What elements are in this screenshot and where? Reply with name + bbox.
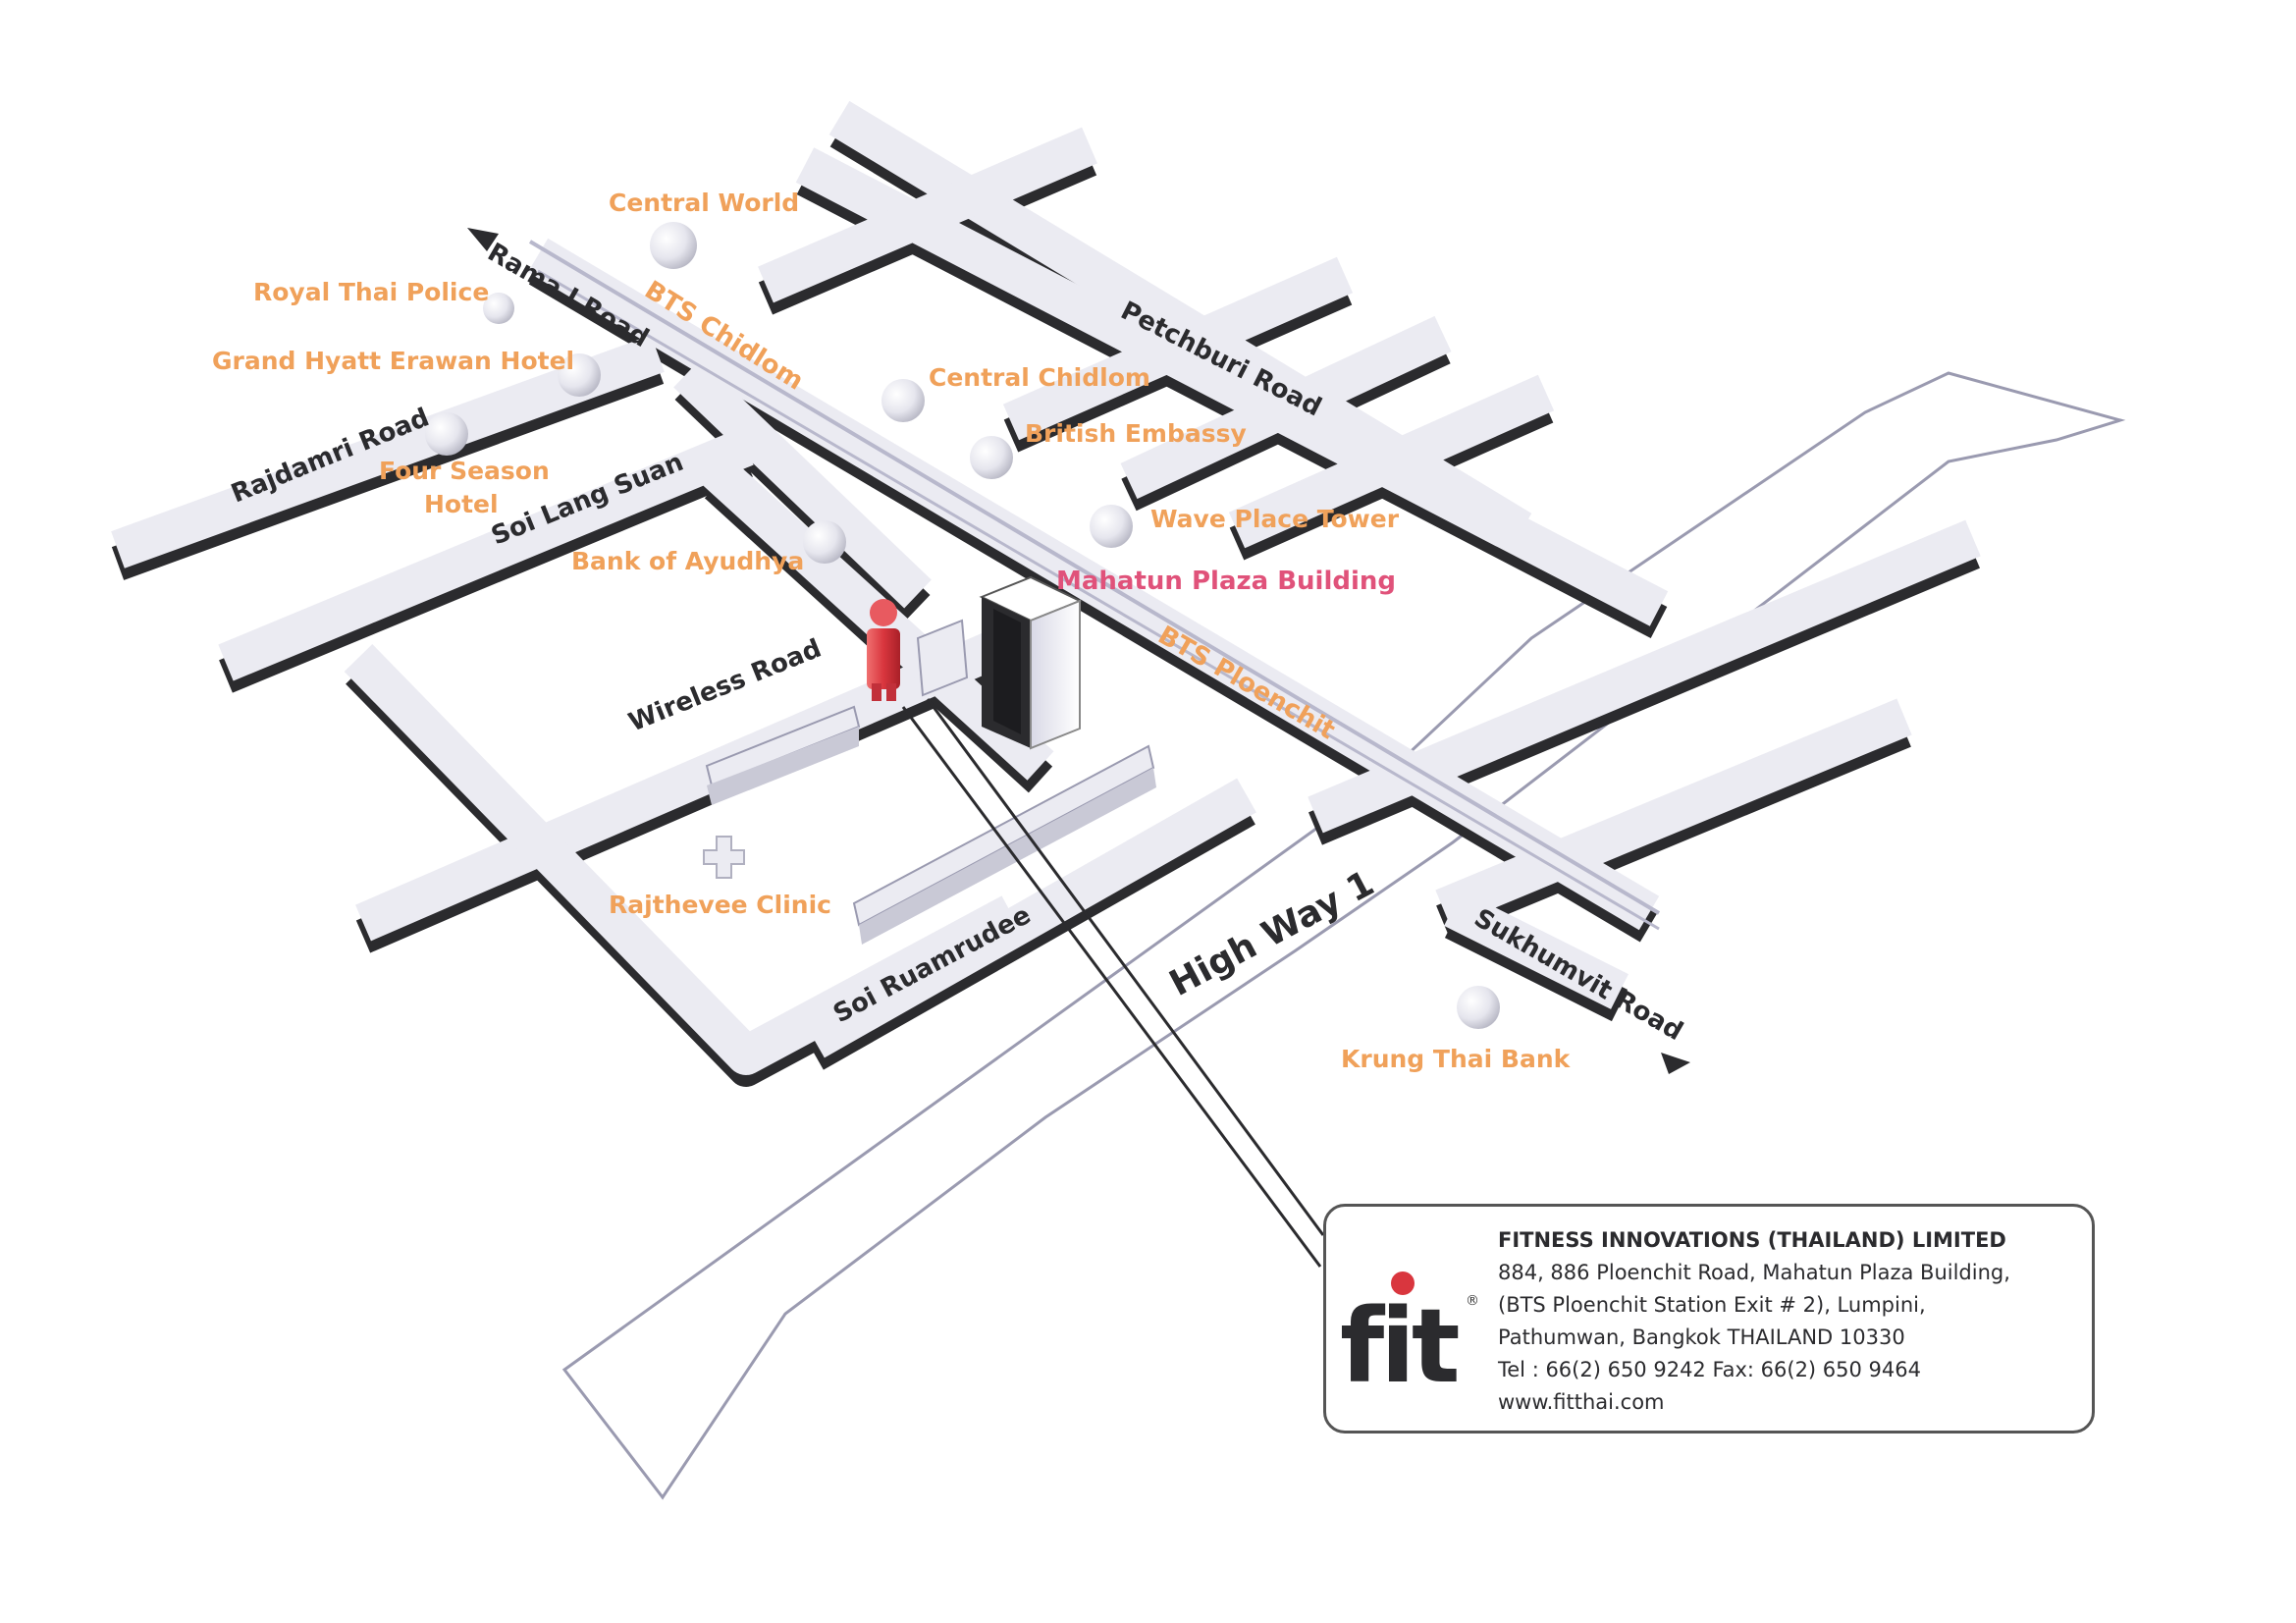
sphere-icon [970,436,1013,479]
label-bts-ploenchit: BTS Ploenchit [1153,621,1340,745]
mahatun-tower-icon [979,575,1083,750]
label-british-embassy: British Embassy [1025,419,1247,448]
fit-logo: fit [1340,1271,1463,1399]
label-krung-thai-bank: Krung Thai Bank [1341,1045,1572,1073]
bts-line [528,240,1661,931]
address-line-3: Pathumwan, Bangkok THAILAND 10330 [1498,1325,1905,1349]
cross-icon [703,836,745,879]
phone-fax: Tel : 66(2) 650 9242 Fax: 66(2) 650 9464 [1498,1358,1922,1381]
label-four-season-line1: Four Season [379,457,550,485]
sphere-icon [1090,505,1133,548]
sphere-icon [483,293,514,324]
sphere-icon [1457,986,1500,1029]
arrow-southeast-icon [1661,1053,1690,1074]
landmark-markers [425,222,1500,1029]
sphere-icon [881,379,925,422]
label-bank-of-ayudhya: Bank of Ayudhya [571,547,804,575]
label-mahatun-plaza: Mahatun Plaza Building [1056,567,1396,596]
address-line-2: (BTS Ploenchit Station Exit # 2), Lumpin… [1498,1293,1926,1317]
person-marker-icon [867,599,900,701]
building-blocks [705,619,1156,945]
sphere-icon [650,222,697,269]
arrow-northwest-icon [467,228,499,251]
logo-text: fit [1340,1286,1459,1399]
road-network [111,100,1981,1087]
registered-mark: ® [1466,1293,1479,1309]
label-central-world: Central World [609,189,799,217]
label-rajthevee-clinic: Rajthevee Clinic [609,891,831,919]
label-wave-place-tower: Wave Place Tower [1150,505,1400,533]
company-info-card: fit ® FITNESS INNOVATIONS (THAILAND) LIM… [1323,1204,2095,1434]
label-royal-thai-police: Royal Thai Police [253,278,489,306]
sphere-icon [425,412,468,456]
label-central-chidlom: Central Chidlom [929,363,1150,392]
address-line-1: 884, 886 Ploenchit Road, Mahatun Plaza B… [1498,1261,2010,1284]
place-labels: Central World Royal Thai Police Grand Hy… [212,189,1572,1073]
label-grand-hyatt: Grand Hyatt Erawan Hotel [212,347,574,375]
sphere-icon [558,353,601,397]
company-name: FITNESS INNOVATIONS (THAILAND) LIMITED [1498,1228,2006,1252]
sphere-icon [803,520,846,564]
label-four-season-line2: Hotel [424,490,499,518]
pointer-line [901,698,1325,1268]
company-details: FITNESS INNOVATIONS (THAILAND) LIMITED 8… [1498,1224,2087,1419]
website-link[interactable]: www.fitthai.com [1498,1390,1665,1414]
